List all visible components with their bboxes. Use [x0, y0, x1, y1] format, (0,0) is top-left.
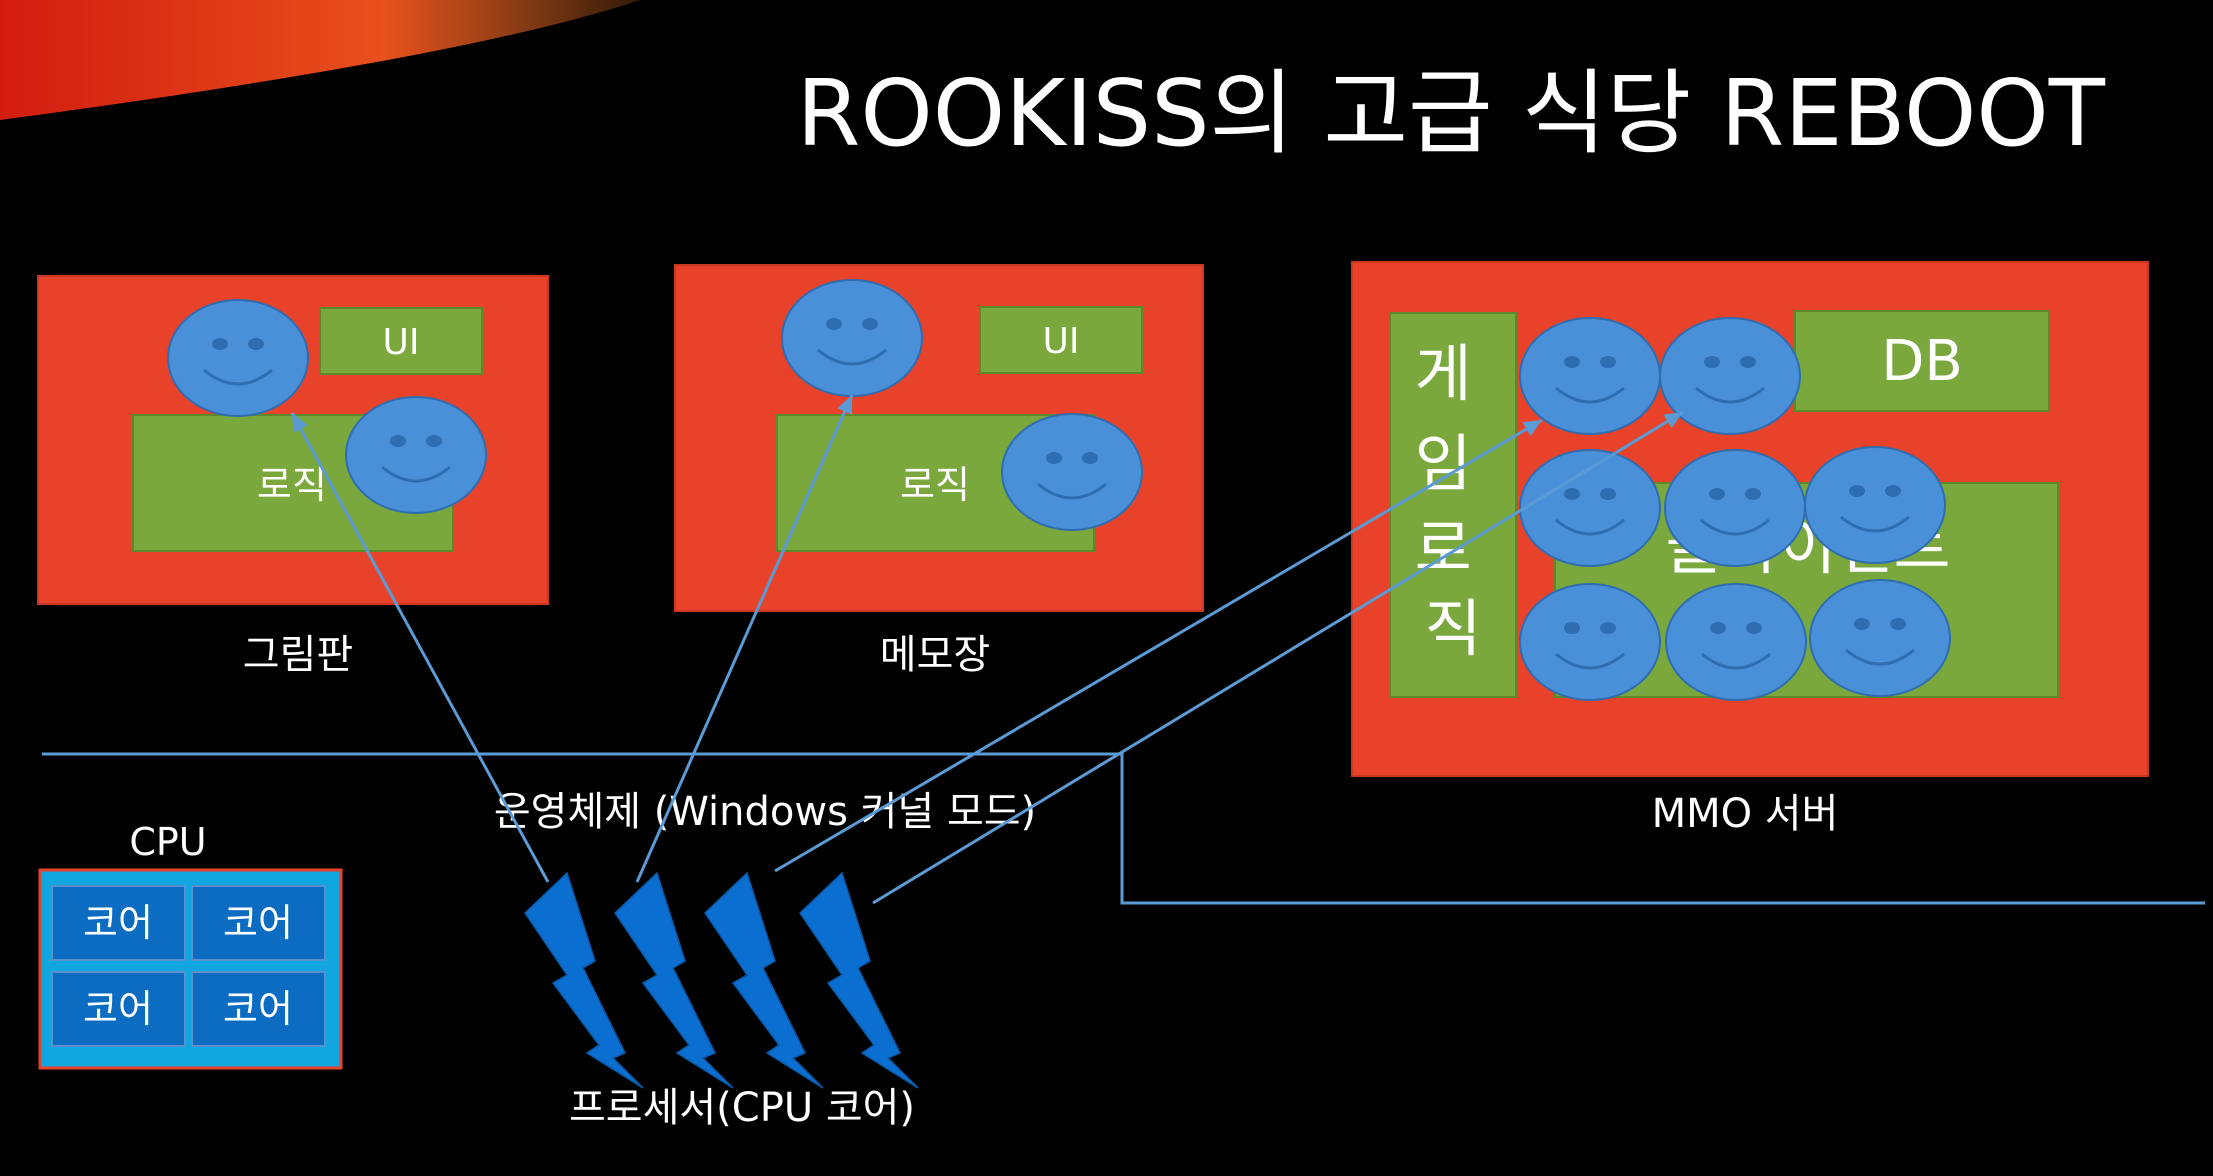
processor-lightning-icon: [524, 871, 644, 1089]
cpu-core: 코어: [191, 885, 326, 961]
logic-label-paint: 로직: [257, 463, 327, 507]
thread-face-icon: [1519, 583, 1661, 701]
ui-box-memo: [979, 306, 1143, 374]
thread-face-icon: [1665, 583, 1807, 701]
thread-face-icon: [1664, 449, 1806, 567]
slide-title: ROOKISS의 고급 식당 REBOOT: [796, 60, 2105, 167]
label-mmo: MMO 서버: [1652, 791, 1839, 837]
schedule-arrows: [290, 394, 1684, 905]
ui-box-paint: [319, 307, 483, 375]
schedule-arrow: [872, 410, 1684, 905]
schedule-arrow: [774, 418, 1543, 873]
processor-lightning-icon: [704, 871, 824, 1089]
ui-label-paint: UI: [383, 322, 420, 363]
schedule-arrow: [635, 394, 854, 883]
thread-face-icon: [345, 396, 487, 514]
processor-bolts: [524, 871, 919, 1089]
thread-faces: [167, 279, 1951, 701]
label-paint: 그림판: [243, 632, 353, 678]
thread-face-icon: [167, 299, 309, 417]
game-logic-box: [1389, 312, 1517, 698]
thread-face-icon: [1659, 317, 1801, 435]
cpu-core-label: 코어: [223, 987, 293, 1031]
cpu-core-label: 코어: [223, 901, 293, 945]
processor-lightning-icon: [799, 871, 919, 1089]
thread-face-icon: [1519, 317, 1661, 435]
processor-label: 프로세서(CPU 코어): [569, 1085, 915, 1131]
thread-face-icon: [781, 279, 923, 397]
os-label: 운영체제 (Windows 커널 모드): [494, 789, 1036, 835]
cpu-core: 코어: [191, 971, 326, 1047]
processor-lightning-icon: [614, 871, 734, 1089]
thread-face-icon: [1809, 579, 1951, 697]
label-memo: 메모장: [880, 632, 990, 678]
cpu-core: 코어: [51, 885, 186, 961]
cpu-core-label: 코어: [83, 901, 153, 945]
corner-swoosh: [0, 0, 640, 120]
schedule-arrow: [290, 412, 550, 883]
ui-label-memo: UI: [1043, 321, 1080, 362]
db-label: DB: [1881, 329, 1963, 394]
db-box: [1794, 310, 2050, 412]
cpu-core: 코어: [51, 971, 186, 1047]
cpu-label: CPU: [129, 820, 206, 864]
cpu-core-label: 코어: [83, 987, 153, 1031]
os-boundary-line: [42, 752, 2205, 905]
logic-label-memo: 로직: [900, 463, 970, 507]
thread-face-icon: [1001, 413, 1143, 531]
thread-face-icon: [1804, 446, 1946, 564]
thread-face-icon: [1519, 449, 1661, 567]
